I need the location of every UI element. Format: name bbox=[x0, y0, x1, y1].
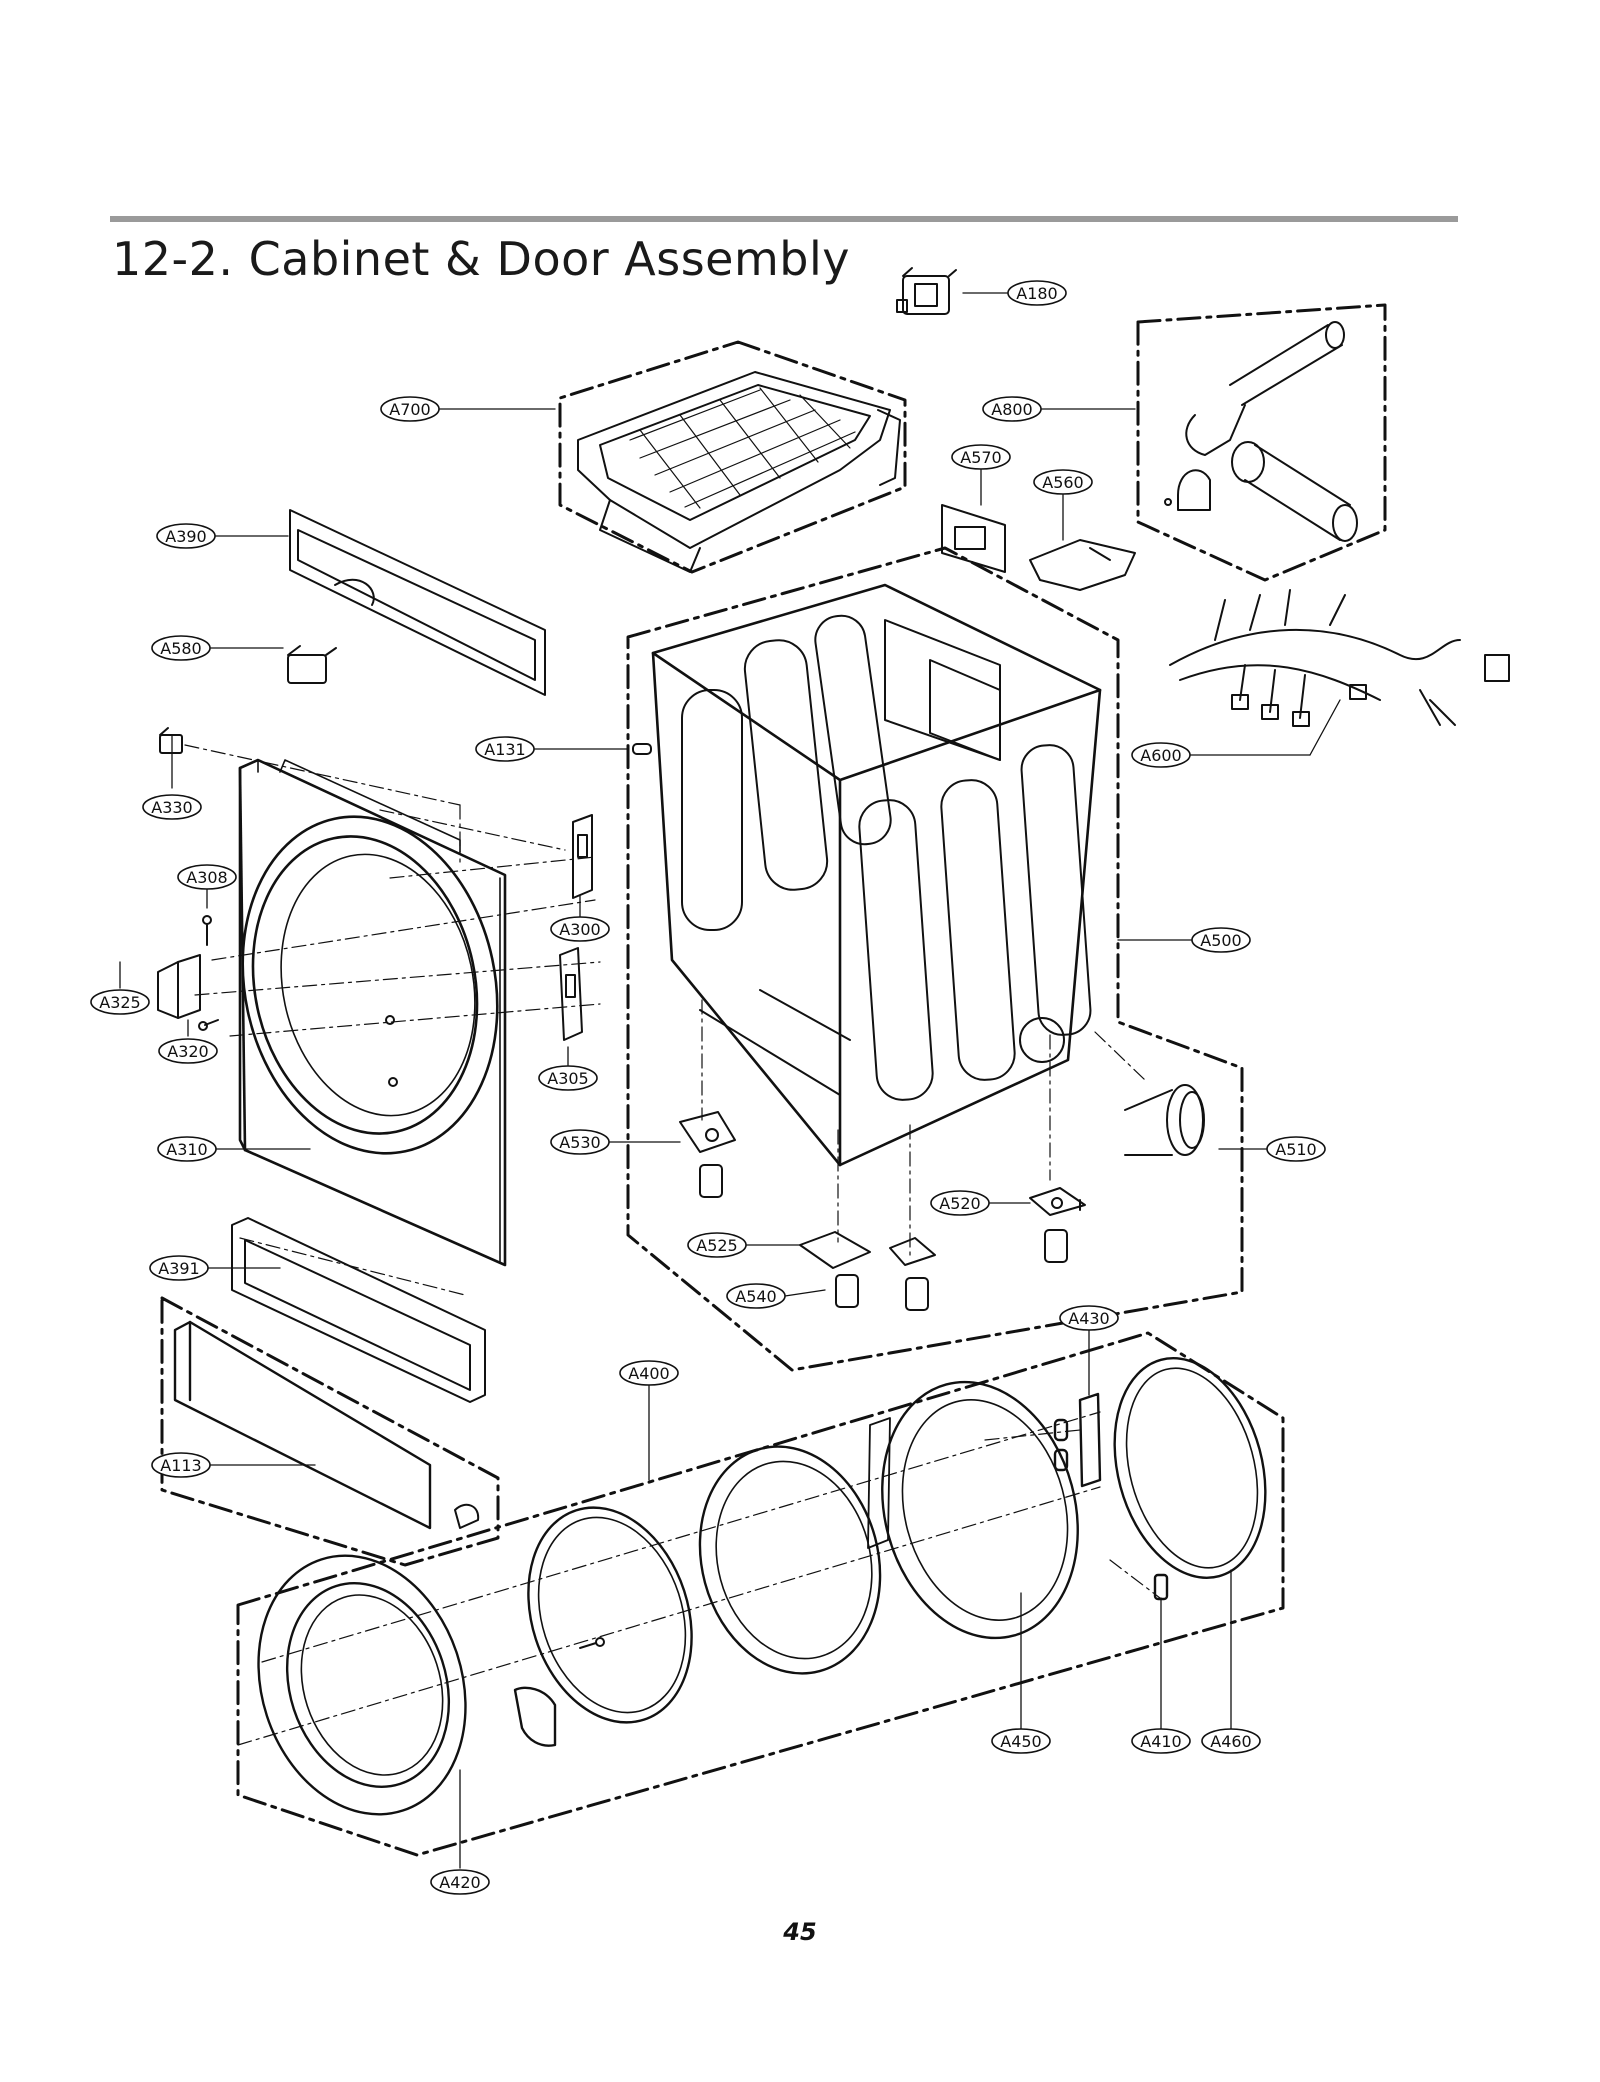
callout-a420: A420 bbox=[430, 1869, 490, 1895]
callout-a430-text: A430 bbox=[1068, 1309, 1109, 1328]
callout-a460-text: A460 bbox=[1210, 1732, 1251, 1751]
a600-part bbox=[1169, 589, 1510, 727]
leader-lines bbox=[119, 292, 1341, 1869]
callout-a530-text: A530 bbox=[559, 1133, 600, 1152]
callouts: A180 A700 A800 A570 A560 A390 A580 A131 … bbox=[90, 280, 1326, 1895]
callout-a400-text: A400 bbox=[628, 1364, 669, 1383]
door-boundary bbox=[236, 1331, 1285, 1857]
a320-part bbox=[157, 954, 201, 1019]
callout-a540-text: A540 bbox=[735, 1287, 776, 1306]
callout-a700-text: A700 bbox=[389, 400, 430, 419]
group-boundaries bbox=[160, 303, 1387, 1857]
callout-a180: A180 bbox=[1007, 280, 1067, 306]
callout-a410-text: A410 bbox=[1140, 1732, 1181, 1751]
callout-a450-text: A450 bbox=[1000, 1732, 1041, 1751]
a800-part bbox=[1164, 321, 1358, 542]
a580-part bbox=[287, 645, 337, 684]
callout-a430: A430 bbox=[1059, 1305, 1119, 1331]
callout-a520: A520 bbox=[930, 1190, 990, 1216]
callout-a320-text: A320 bbox=[167, 1042, 208, 1061]
callout-a600-text: A600 bbox=[1140, 746, 1181, 765]
page-title: 12-2. Cabinet & Door Assembly bbox=[112, 232, 850, 286]
a520-part bbox=[1029, 1187, 1086, 1216]
a330-part bbox=[159, 727, 183, 754]
callout-a113: A113 bbox=[151, 1452, 211, 1478]
a510-part bbox=[1124, 1084, 1205, 1156]
cabinet-boundary bbox=[626, 546, 1244, 1372]
page-number: 45 bbox=[783, 1918, 817, 1946]
callout-a305-text: A305 bbox=[547, 1069, 588, 1088]
callout-a390: A390 bbox=[156, 523, 216, 549]
a305-part bbox=[559, 947, 583, 1041]
a530-part bbox=[679, 1111, 736, 1153]
a180-part bbox=[896, 267, 957, 315]
callout-a600: A600 bbox=[1131, 742, 1191, 768]
callout-a580: A580 bbox=[151, 635, 211, 661]
a310-part bbox=[238, 758, 507, 1267]
callout-a450: A450 bbox=[991, 1728, 1051, 1754]
a570-part bbox=[941, 504, 1006, 573]
callout-a308-text: A308 bbox=[186, 868, 227, 887]
door-parts bbox=[257, 1357, 1267, 1816]
a131-part bbox=[632, 743, 652, 755]
callout-a530: A530 bbox=[550, 1129, 610, 1155]
top-cover-boundary bbox=[558, 340, 907, 574]
callout-a525: A525 bbox=[687, 1232, 747, 1258]
screws bbox=[115, 915, 1081, 1649]
callout-a330: A330 bbox=[142, 794, 202, 820]
guide-lines bbox=[184, 744, 1161, 1746]
callout-a300: A300 bbox=[550, 916, 610, 942]
a700-part bbox=[577, 371, 901, 573]
exhaust-boundary bbox=[1136, 303, 1387, 582]
callout-a420-text: A420 bbox=[439, 1873, 480, 1892]
callout-a510: A510 bbox=[1266, 1136, 1326, 1162]
callout-a310: A310 bbox=[157, 1136, 217, 1162]
callout-a570: A570 bbox=[951, 444, 1011, 470]
plate-boundary bbox=[160, 1296, 500, 1567]
callout-a113-text: A113 bbox=[160, 1456, 201, 1475]
callout-a390-text: A390 bbox=[165, 527, 206, 546]
header-rule bbox=[110, 216, 1458, 222]
callout-a500-text: A500 bbox=[1200, 931, 1241, 950]
a560-part bbox=[1029, 539, 1136, 591]
callout-a391-text: A391 bbox=[158, 1259, 199, 1278]
callout-a410: A410 bbox=[1131, 1728, 1191, 1754]
callout-a320: A320 bbox=[158, 1038, 218, 1064]
callout-a580-text: A580 bbox=[160, 639, 201, 658]
callout-a700: A700 bbox=[380, 396, 440, 422]
callout-a520-text: A520 bbox=[939, 1194, 980, 1213]
callout-a800-text: A800 bbox=[991, 400, 1032, 419]
a300-part bbox=[572, 814, 593, 899]
callout-a300-text: A300 bbox=[559, 920, 600, 939]
callout-a308: A308 bbox=[177, 864, 237, 890]
callout-a305: A305 bbox=[538, 1065, 598, 1091]
callout-a180-text: A180 bbox=[1016, 284, 1057, 303]
a391-part bbox=[231, 1217, 486, 1403]
callout-a325: A325 bbox=[90, 989, 150, 1015]
a525-part bbox=[799, 1231, 936, 1269]
callout-a540: A540 bbox=[726, 1283, 786, 1309]
callout-a525-text: A525 bbox=[696, 1236, 737, 1255]
a113-part bbox=[173, 1320, 480, 1530]
callout-a330-text: A330 bbox=[151, 798, 192, 817]
callout-a500: A500 bbox=[1191, 927, 1251, 953]
callout-a460: A460 bbox=[1201, 1728, 1261, 1754]
callout-a560: A560 bbox=[1033, 469, 1093, 495]
callout-a391: A391 bbox=[149, 1255, 209, 1281]
callout-a325-text: A325 bbox=[99, 993, 140, 1012]
a540-part bbox=[699, 1164, 1068, 1311]
callout-a310-text: A310 bbox=[166, 1140, 207, 1159]
callout-a800: A800 bbox=[982, 396, 1042, 422]
callout-a560-text: A560 bbox=[1042, 473, 1083, 492]
callout-a570-text: A570 bbox=[960, 448, 1001, 467]
callout-a131: A131 bbox=[475, 736, 535, 762]
callout-a131-text: A131 bbox=[484, 740, 525, 759]
callout-a510-text: A510 bbox=[1275, 1140, 1316, 1159]
a500-part bbox=[651, 583, 1102, 1167]
callout-a400: A400 bbox=[619, 1360, 679, 1386]
a420-part bbox=[257, 1554, 467, 1816]
a390-part bbox=[289, 509, 546, 696]
